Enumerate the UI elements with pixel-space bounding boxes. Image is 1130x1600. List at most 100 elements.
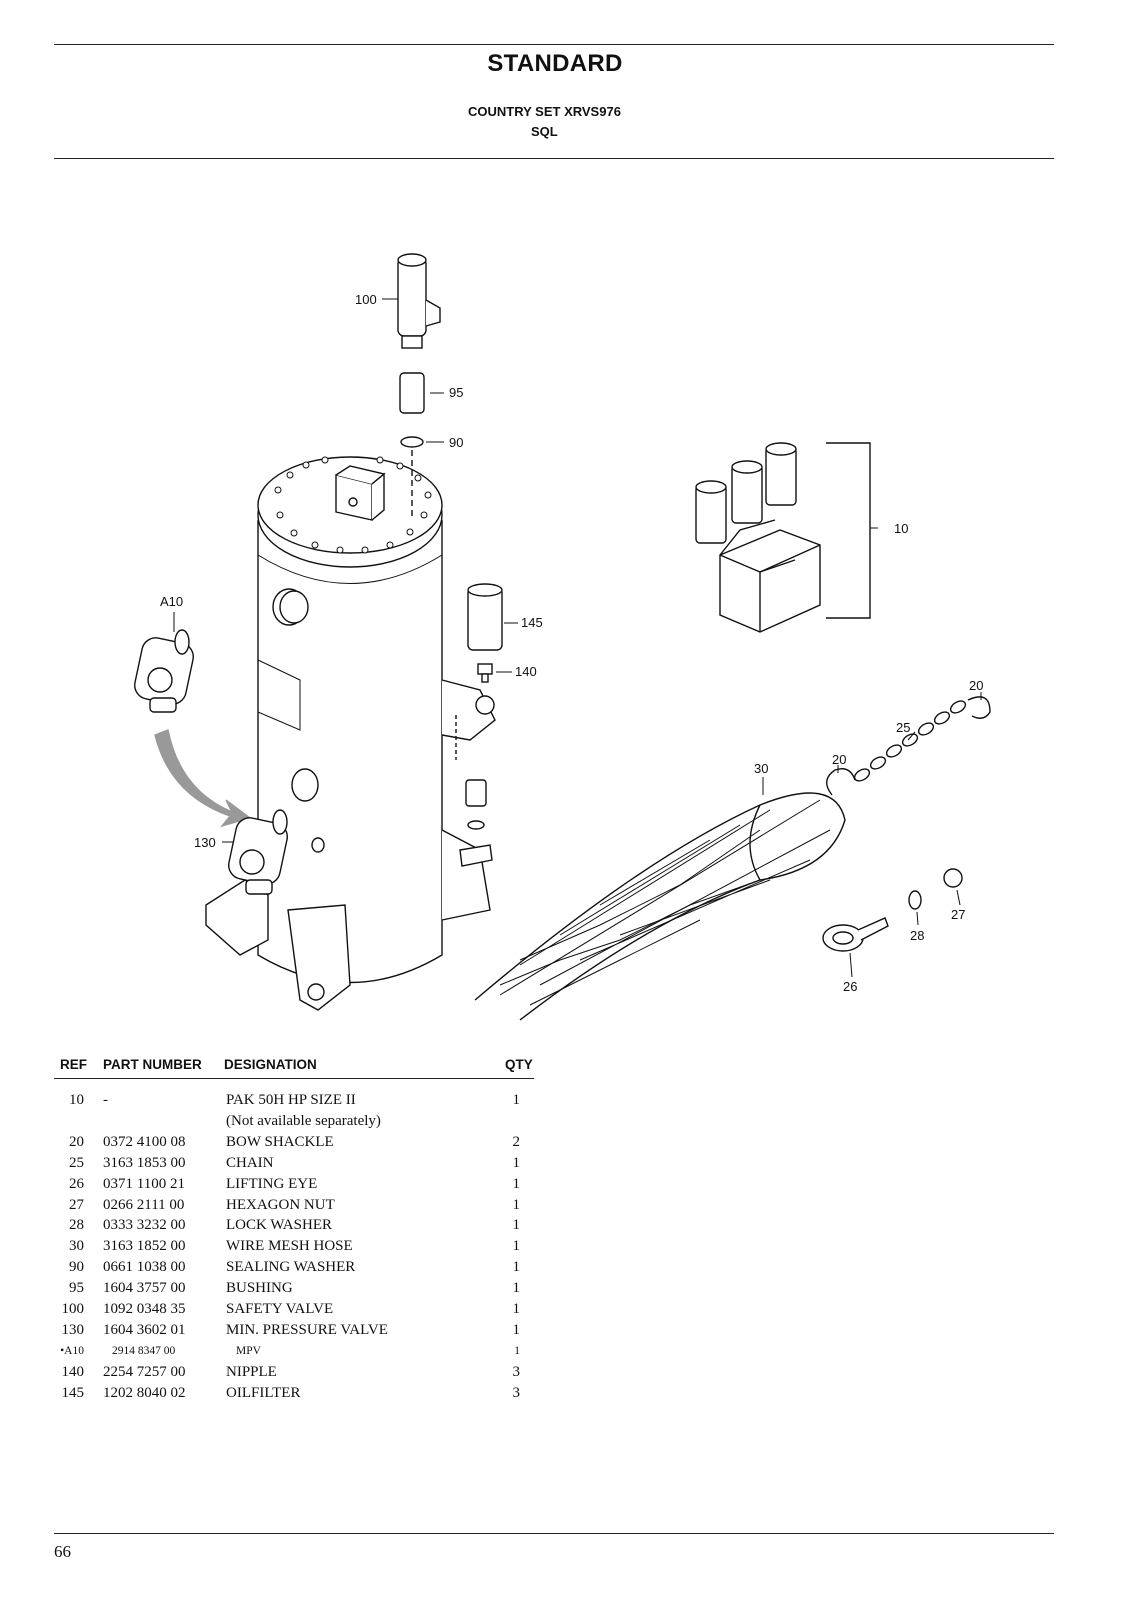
- cell-ref: •A10: [60, 1344, 84, 1357]
- callout-10: 10: [894, 521, 908, 536]
- cell-part-number: 3163 1852 00: [103, 1238, 186, 1255]
- cell-designation: PAK 50H HP SIZE II: [226, 1092, 356, 1108]
- cell-part-number: 2254 7257 00: [103, 1363, 186, 1380]
- cell-part-number: -: [103, 1092, 108, 1108]
- cell-ref: 140: [61, 1363, 85, 1380]
- cell-designation: MIN. PRESSURE VALVE: [226, 1321, 388, 1338]
- page-number: 66: [54, 1542, 71, 1561]
- table-header-rule: [54, 1078, 534, 1079]
- cell-part-number: 2914 8347 00: [112, 1344, 176, 1357]
- col-header-ref: REF: [60, 1057, 87, 1072]
- cell-qty: 1: [512, 1196, 521, 1213]
- cell-designation: SEALING WASHER: [226, 1259, 356, 1276]
- hexagon-nut-part: [943, 868, 963, 888]
- cell-ref: 25: [69, 1154, 84, 1171]
- oilfilter-part: [467, 583, 503, 651]
- callout-25: 25: [896, 720, 910, 735]
- callout-28: 28: [910, 928, 924, 943]
- cell-qty: 1: [512, 1217, 521, 1234]
- variant-label: SQL: [531, 124, 558, 139]
- cell-designation: OILFILTER: [226, 1384, 301, 1401]
- country-set-label: COUNTRY SET XRVS976: [468, 104, 621, 119]
- cell-qty: 1: [512, 1092, 521, 1108]
- cell-designation: SAFETY VALVE: [226, 1301, 334, 1317]
- install-arrow: [154, 729, 252, 828]
- callout-90: 90: [449, 435, 463, 450]
- exploded-parts-diagram: 100 95 90 10 A10 145 140 20 25 20 30 130…: [134, 253, 991, 1021]
- cell-ref: 26: [69, 1175, 84, 1192]
- cell-qty: 1: [512, 1301, 521, 1317]
- cell-part-number: 0371 1100 21: [103, 1175, 185, 1192]
- cell-qty: 3: [512, 1363, 521, 1380]
- cell-part-number: 0661 1038 00: [103, 1259, 186, 1276]
- cell-qty: 2: [512, 1133, 521, 1150]
- callout-20: 20: [832, 752, 846, 767]
- cell-part-number: 3163 1853 00: [103, 1154, 186, 1171]
- cell-qty: 1: [512, 1280, 521, 1297]
- callout-27: 27: [951, 907, 965, 922]
- chain-and-shackle-part: [826, 696, 991, 796]
- min-pressure-valve-part: [228, 809, 288, 895]
- callout-145: 145: [521, 615, 543, 630]
- table-row: 130 1604 3602 01 MIN. PRESSURE VALVE 1: [0, 1322, 560, 1342]
- cell-designation: (Not available separately): [226, 1112, 381, 1129]
- cell-part-number: 0333 3232 00: [103, 1217, 186, 1234]
- small-fittings-stack: [459, 779, 493, 867]
- mpv-part: [134, 629, 194, 713]
- col-header-designation: DESIGNATION: [224, 1057, 317, 1072]
- col-header-qty: QTY: [505, 1057, 533, 1072]
- cell-ref: 27: [69, 1196, 84, 1213]
- lock-washer-part: [908, 890, 922, 910]
- cell-qty: 1: [512, 1321, 521, 1338]
- callout-100: 100: [355, 292, 377, 307]
- cell-ref: 145: [61, 1384, 85, 1401]
- cell-qty: 1: [512, 1175, 521, 1192]
- cell-qty: 3: [512, 1384, 521, 1401]
- cell-ref: 28: [69, 1217, 84, 1234]
- callout-95: 95: [449, 385, 463, 400]
- cell-qty: 1: [512, 1154, 521, 1171]
- sealing-washer-part: [400, 436, 424, 448]
- cell-designation: NIPPLE: [226, 1363, 277, 1380]
- footer-rule: [54, 1533, 1054, 1534]
- cell-designation: BUSHING: [226, 1280, 293, 1297]
- callout-30: 30: [754, 761, 768, 776]
- nipple-part: [477, 663, 493, 683]
- cell-ref: 20: [69, 1133, 84, 1150]
- wire-mesh-hose-part: [474, 792, 846, 1021]
- table-row: 140 2254 7257 00 NIPPLE 3: [0, 1364, 560, 1384]
- cell-qty: 1: [512, 1238, 521, 1255]
- cell-part-number: 1604 3757 00: [103, 1280, 186, 1297]
- cell-designation: CHAIN: [226, 1154, 274, 1171]
- callout-140: 140: [515, 664, 537, 679]
- cell-part-number: 1604 3602 01: [103, 1321, 186, 1338]
- table-row: 25 3163 1853 00 CHAIN 1: [0, 1155, 560, 1175]
- cell-ref: 30: [69, 1238, 84, 1255]
- header-bottom-rule: [54, 158, 1054, 159]
- cell-designation: LOCK WASHER: [226, 1217, 332, 1234]
- cell-ref: 100: [61, 1301, 85, 1317]
- callout-130: 130: [194, 835, 216, 850]
- receiver-vessel: [205, 456, 496, 1011]
- filter-kit-box: [695, 442, 821, 633]
- cell-qty: 1: [514, 1344, 520, 1357]
- kit-bracket-line: [826, 442, 871, 619]
- col-header-part-number: PART NUMBER: [103, 1057, 202, 1072]
- callout-26: 26: [843, 979, 857, 994]
- table-row: 95 1604 3757 00 BUSHING 1: [0, 1280, 560, 1300]
- cell-qty: 1: [512, 1259, 521, 1276]
- cell-ref: 95: [69, 1280, 84, 1297]
- cell-ref: 130: [61, 1321, 85, 1338]
- bushing-part: [399, 372, 425, 414]
- header-top-rule: [54, 44, 1054, 45]
- cell-designation: BOW SHACKLE: [226, 1133, 334, 1150]
- callout-20-top: 20: [969, 678, 983, 693]
- callout-a10: A10: [160, 594, 183, 609]
- safety-valve-part: [397, 253, 441, 349]
